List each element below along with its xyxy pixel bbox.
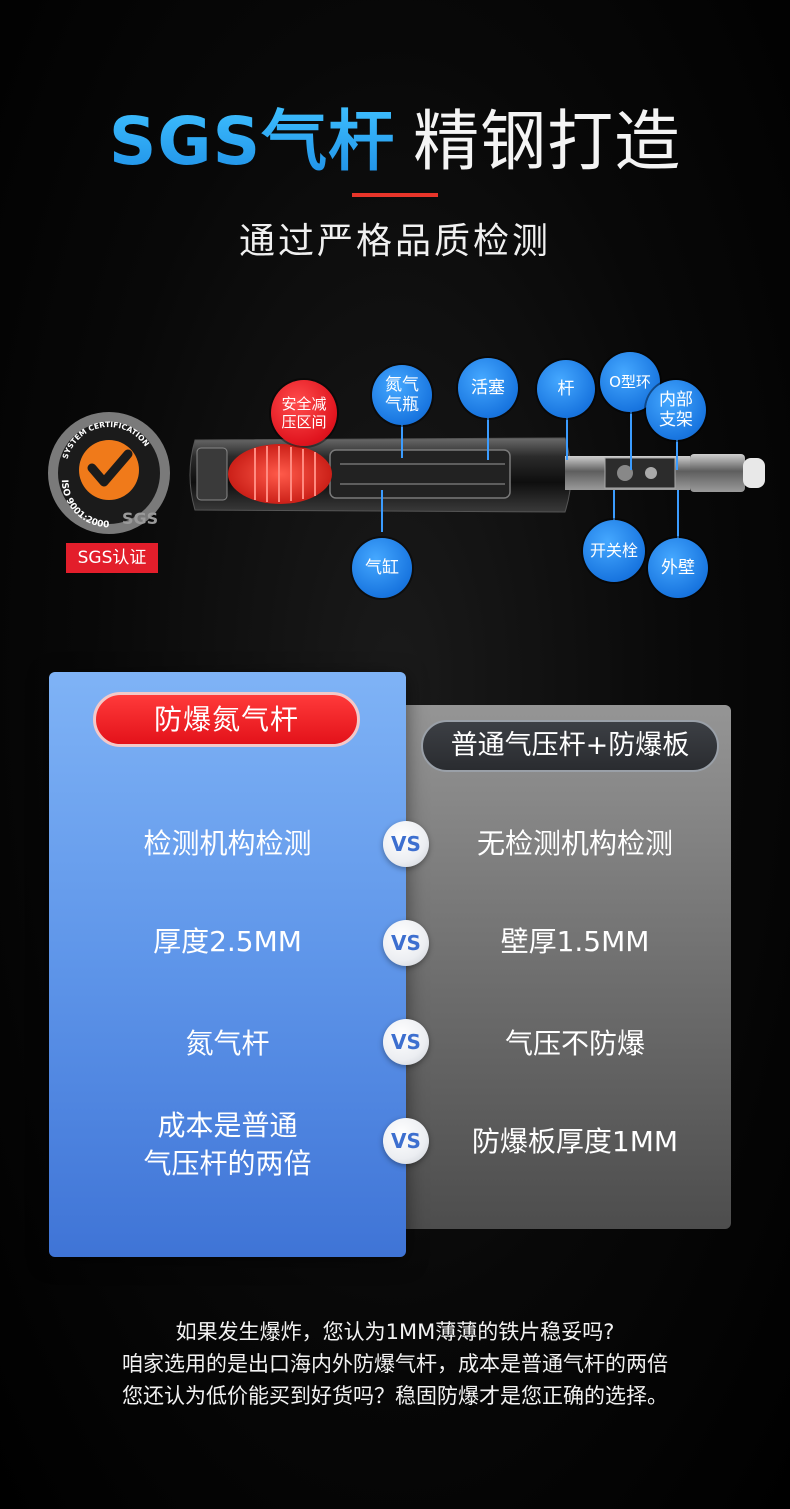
label-outer-wall: 外壁 bbox=[648, 538, 708, 598]
explosion-proof-panel bbox=[49, 672, 406, 1257]
ordinary-rod-title: 普通气压杆+防爆板 bbox=[421, 720, 719, 772]
label-switch-bolt: 开关栓 bbox=[583, 520, 645, 582]
cert-sgs-text: SGS bbox=[122, 509, 158, 528]
iso-certification-logo: SYSTEM CERTIFICATION ISO 9001:2000 SGS bbox=[48, 412, 170, 534]
vs-badge: VS bbox=[383, 1019, 429, 1065]
footer-line: 如果发生爆炸，您认为1MM薄薄的铁片稳妥吗? bbox=[175, 1320, 615, 1344]
leader-line bbox=[487, 402, 489, 460]
label-o-ring: O型环 bbox=[600, 352, 660, 412]
label-rod: 杆 bbox=[537, 360, 595, 418]
ordinary-rod-panel bbox=[393, 705, 731, 1229]
footer-line: 您还认为低价能买到好货吗？稳固防爆才是您正确的选择。 bbox=[122, 1384, 668, 1408]
title-underline bbox=[352, 193, 438, 197]
leader-line bbox=[401, 418, 403, 458]
compare-right-2: 壁厚1.5MM bbox=[500, 925, 650, 958]
title-highlight: SGS气杆 bbox=[108, 103, 396, 180]
leader-line bbox=[630, 410, 632, 470]
leader-line bbox=[676, 430, 678, 470]
vs-badge: VS bbox=[383, 1118, 429, 1164]
footer-line: 咱家选用的是出口海内外防爆气杆，成本是普通气杆的两倍 bbox=[122, 1352, 668, 1376]
compare-left-4-line2: 气压杆的两倍 bbox=[143, 1147, 312, 1180]
label-cylinder: 气缸 bbox=[352, 538, 412, 598]
gas-spring-rod-image bbox=[189, 437, 765, 513]
sgs-cert-badge: SGS认证 bbox=[66, 543, 158, 573]
page-title: SGS气杆精钢打造 bbox=[0, 88, 790, 184]
leader-line bbox=[381, 490, 383, 532]
vs-badge: VS bbox=[383, 821, 429, 867]
leader-line bbox=[613, 490, 615, 520]
compare-left-3: 氮气杆 bbox=[185, 1027, 270, 1060]
compare-left-2: 厚度2.5MM bbox=[153, 925, 302, 958]
label-safety-zone: 安全减 压区间 bbox=[271, 380, 337, 446]
compare-right-4: 防爆板厚度1MM bbox=[471, 1125, 679, 1158]
label-inner-bracket: 内部 支架 bbox=[646, 380, 706, 440]
page-subtitle: 通过严格品质检测 bbox=[238, 221, 551, 262]
compare-right-1: 无检测机构检测 bbox=[476, 827, 673, 860]
compare-right-3: 气压不防爆 bbox=[504, 1027, 645, 1060]
leader-line bbox=[677, 490, 679, 538]
footer-text: 如果发生爆炸，您认为1MM薄薄的铁片稳妥吗? 咱家选用的是出口海内外防爆气杆，成… bbox=[0, 1316, 790, 1412]
label-piston: 活塞 bbox=[458, 358, 518, 418]
gas-spring-diagram: SYSTEM CERTIFICATION ISO 9001:2000 SGS S… bbox=[0, 340, 790, 610]
title-rest: 精钢打造 bbox=[413, 103, 682, 180]
explosion-proof-title: 防爆氮气杆 bbox=[93, 692, 360, 747]
label-nitrogen-bottle: 氮气 气瓶 bbox=[372, 365, 432, 425]
compare-left-1: 检测机构检测 bbox=[143, 827, 312, 860]
leader-line bbox=[566, 402, 568, 460]
vs-badge: VS bbox=[383, 920, 429, 966]
compare-left-4-line1: 成本是普通 bbox=[157, 1109, 298, 1142]
